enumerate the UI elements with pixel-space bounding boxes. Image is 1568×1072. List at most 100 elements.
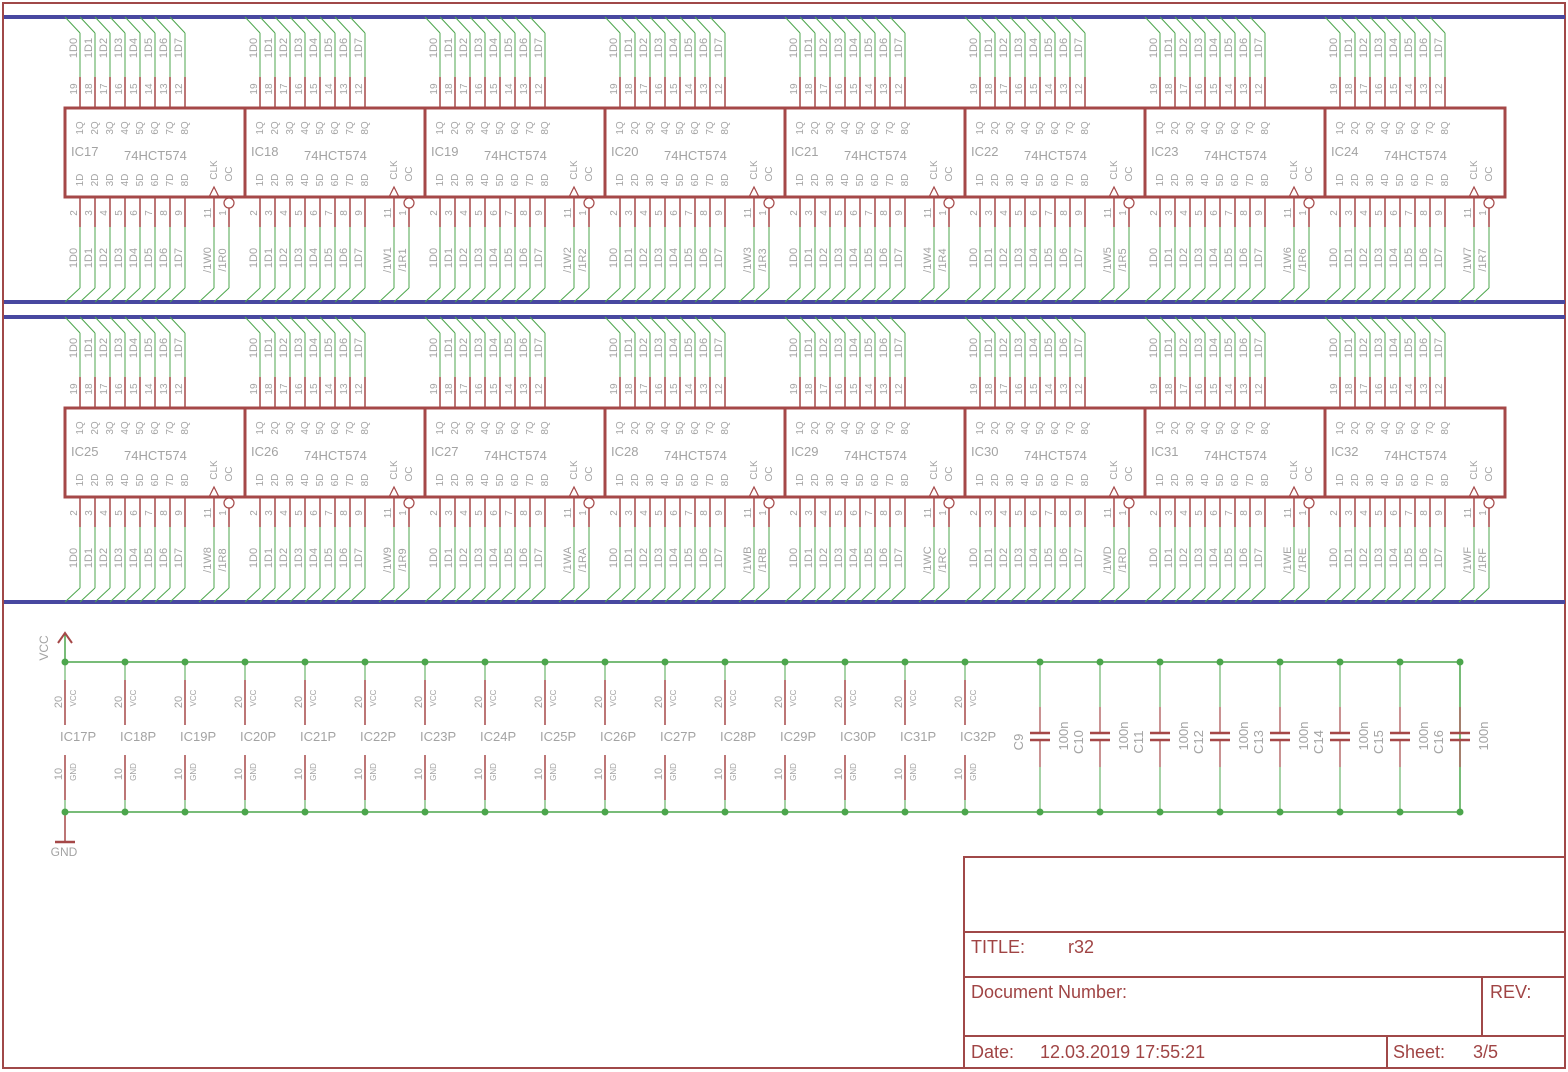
net-label: 1D6: [338, 548, 350, 568]
junction-dot: [961, 658, 969, 666]
net-label: 1D5: [683, 38, 695, 58]
inverted-input-bubble-icon: [943, 197, 955, 209]
pin-number: 19: [429, 383, 440, 395]
pin-name: 8Q: [180, 121, 191, 135]
net-label: 1D6: [518, 248, 530, 268]
pin-name: 6Q: [510, 421, 521, 435]
pin-name: 1D: [1335, 474, 1346, 487]
pin-number: 4: [999, 210, 1010, 216]
pin-name: 7Q: [525, 421, 536, 435]
bus-entry: [64, 16, 81, 34]
net-label: 1D5: [863, 548, 875, 568]
bus-entry: [1009, 587, 1026, 603]
inverted-input-bubble-icon: [1303, 497, 1315, 509]
inverted-input-bubble-icon: [583, 197, 595, 209]
net-label: 1D3: [113, 338, 125, 358]
net-label: 1D3: [473, 38, 485, 58]
pin-name: 5D: [1215, 474, 1226, 487]
pin-name: 2Q: [90, 421, 101, 435]
net-label: 1D4: [848, 248, 860, 268]
pin-number: 15: [1029, 83, 1040, 95]
net-label: 1D1: [83, 248, 95, 268]
pin-number: 5: [474, 210, 485, 216]
bus-entry: [1144, 316, 1161, 334]
net-label: 1D2: [278, 548, 290, 568]
pin-name: 5D: [135, 474, 146, 487]
net-label: 1D5: [503, 248, 515, 268]
bus-entry: [154, 316, 171, 334]
pin-number: 10: [233, 768, 245, 780]
net-label: 1D2: [638, 248, 650, 268]
pin-name: 1D: [1155, 174, 1166, 187]
pin-name: 6D: [870, 174, 881, 187]
pin-name: 8Q: [180, 421, 191, 435]
pin-name: 7D: [1065, 174, 1076, 187]
junction-dot: [661, 808, 669, 816]
pin-number: 6: [1389, 210, 1400, 216]
pin-number: 1: [758, 510, 769, 516]
net-label: 1D7: [533, 548, 545, 568]
pin-name: 7D: [525, 474, 536, 487]
pin-number: 18: [1164, 83, 1175, 95]
pin-name: CLK: [749, 460, 760, 480]
chip-name: IC26: [251, 444, 278, 459]
bus-entry: [124, 587, 141, 603]
net-label: 1D4: [1208, 38, 1220, 58]
bus-entry: [1384, 316, 1401, 334]
bus-entry: [1174, 287, 1191, 303]
pin-number: 11: [563, 207, 574, 218]
pin-name: 5Q: [495, 121, 506, 135]
net-label: 1D4: [128, 338, 140, 358]
pin-name: 6D: [690, 474, 701, 487]
net-label: 1D7: [893, 248, 905, 268]
pin-name: 4D: [480, 174, 491, 187]
bus-entry: [918, 587, 935, 603]
bus-entry: [649, 16, 666, 34]
bus-entry: [829, 316, 846, 334]
pin-name: 5D: [135, 174, 146, 187]
pin-name: 8Q: [1440, 121, 1451, 135]
bus-entry: [259, 316, 276, 334]
pin-number: 20: [233, 696, 245, 708]
pin-name: 3Q: [285, 121, 296, 135]
bus-entry: [139, 16, 156, 34]
pin-number: 15: [1389, 383, 1400, 395]
bus-entry: [1144, 587, 1161, 603]
bus-entry: [1278, 587, 1295, 603]
pin-name: 4Q: [840, 421, 851, 435]
inverted-input-bubble-icon: [223, 497, 235, 509]
read-enable-net: /1R2: [577, 248, 589, 271]
chip-part: 74HCT574: [1024, 448, 1087, 463]
pin-number: 4: [279, 510, 290, 516]
write-clock-net: /1WC: [922, 546, 934, 574]
pin-number: 19: [609, 383, 620, 395]
bus-entry: [1249, 287, 1266, 303]
bus-entry: [124, 316, 141, 334]
pin-number: 4: [1359, 210, 1370, 216]
pin-number: 16: [1014, 83, 1025, 95]
write-clock-net: /1W0: [202, 247, 214, 273]
pin-name: VCC: [549, 689, 558, 706]
pin-name: 5Q: [1215, 121, 1226, 135]
net-label: 1D2: [818, 248, 830, 268]
junction-dot: [1396, 658, 1404, 666]
bus-entry: [1113, 287, 1130, 303]
pin-name: VCC: [189, 689, 198, 706]
pin-number: 15: [849, 383, 860, 395]
bus-entry: [1174, 16, 1191, 34]
write-clock-net: /1WE: [1282, 547, 1294, 574]
bus-entry: [799, 287, 816, 303]
bus-entry: [964, 287, 981, 303]
pin-number: 20: [353, 696, 365, 708]
bus-entry: [64, 287, 81, 303]
pin-number: 14: [144, 83, 155, 95]
pin-number: 10: [413, 768, 425, 780]
junction-dot: [241, 808, 249, 816]
pin-name: 5D: [855, 474, 866, 487]
capacitor-name: C10: [1071, 730, 1086, 754]
bus-entry: [1144, 16, 1161, 34]
pin-name: 7Q: [885, 421, 896, 435]
bus-entry: [349, 587, 366, 603]
